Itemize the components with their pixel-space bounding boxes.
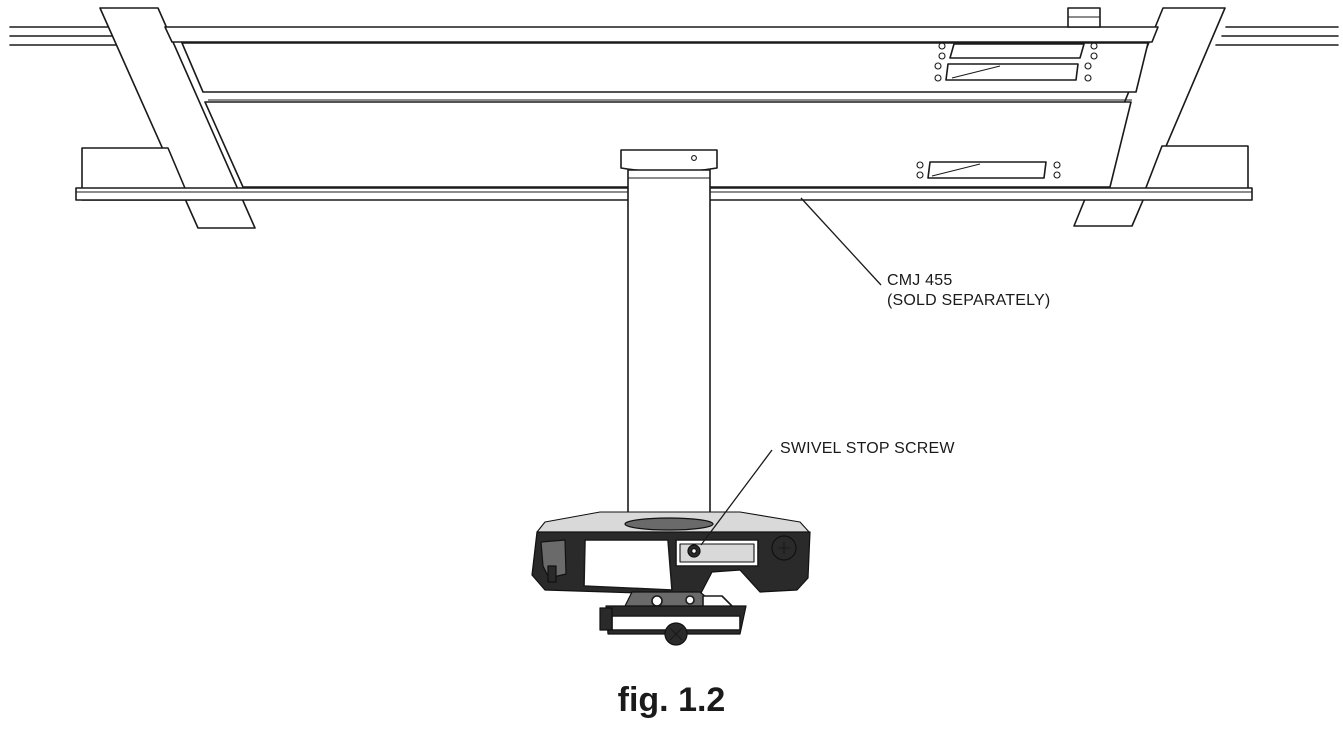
projector-mount bbox=[531, 511, 811, 646]
cmj-455-label: CMJ 455 (SOLD SEPARATELY) bbox=[887, 271, 1050, 311]
swivel-stop-screw-label: SWIVEL STOP SCREW bbox=[780, 440, 955, 457]
figure-caption: fig. 1.2 bbox=[617, 681, 726, 719]
cmj-455-label-line2: (SOLD SEPARATELY) bbox=[887, 292, 1051, 309]
cmj-455-label-line1: CMJ 455 bbox=[887, 272, 953, 289]
callout-leaders bbox=[700, 197, 882, 546]
extension-pole bbox=[620, 149, 718, 526]
